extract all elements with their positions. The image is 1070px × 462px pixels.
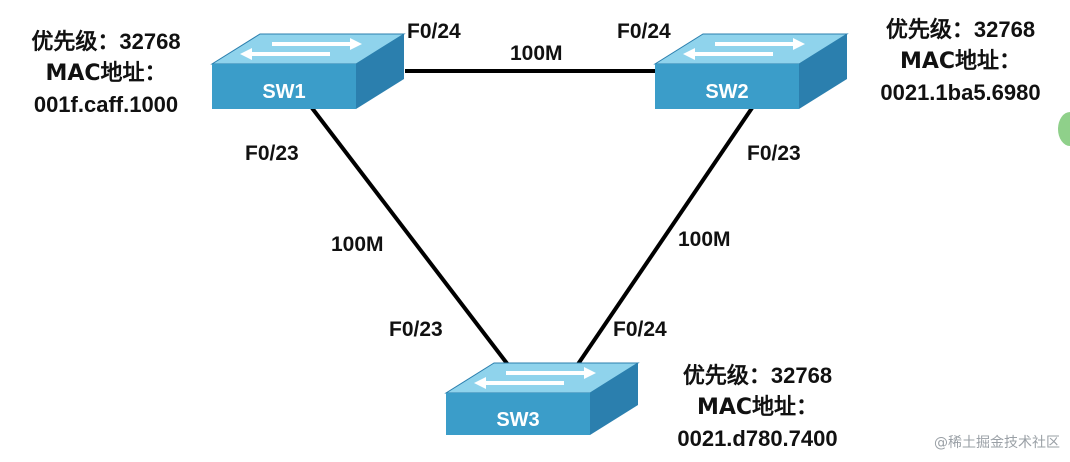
sw3-info: 优先级：32768 MAC地址： 0021.d780.7400 bbox=[655, 360, 860, 454]
mac-label: MAC地址： bbox=[899, 49, 1022, 74]
mac-value: 001f.caff.1000 bbox=[33, 92, 179, 117]
port-sw3-f024: F0/24 bbox=[613, 318, 667, 341]
mac-label: MAC地址： bbox=[696, 395, 819, 420]
priority-value: 32768 bbox=[973, 17, 1036, 42]
switch-sw2[interactable]: SW2 bbox=[653, 33, 849, 109]
arrows-icon bbox=[683, 38, 805, 60]
switch-label: SW2 bbox=[705, 81, 748, 103]
port-sw2-f023: F0/23 bbox=[747, 142, 801, 165]
arrows-icon bbox=[474, 367, 596, 389]
switch-label: SW3 bbox=[496, 409, 539, 431]
priority-value: 32768 bbox=[770, 363, 833, 388]
port-sw1-f024: F0/24 bbox=[407, 20, 461, 43]
watermark: @稀土掘金技术社区 bbox=[934, 435, 1060, 451]
priority-label: 优先级： bbox=[682, 364, 771, 389]
edge-indicator bbox=[1058, 112, 1070, 146]
link-sw2-sw3 bbox=[572, 106, 754, 372]
port-sw3-f023: F0/23 bbox=[389, 318, 443, 341]
sw2-info: 优先级：32768 MAC地址： 0021.1ba5.6980 bbox=[858, 14, 1063, 108]
switch-sw3[interactable]: SW3 bbox=[444, 362, 640, 435]
priority-label: 优先级： bbox=[31, 30, 120, 55]
switch-side bbox=[356, 34, 404, 109]
switch-sw1[interactable]: SW1 bbox=[210, 33, 406, 109]
priority-label: 优先级： bbox=[885, 18, 974, 43]
sw1-info: 优先级：32768 MAC地址： 001f.caff.1000 bbox=[6, 26, 206, 120]
mac-label: MAC地址： bbox=[45, 61, 167, 86]
priority-value: 32768 bbox=[119, 29, 181, 54]
switch-label: SW1 bbox=[262, 81, 305, 103]
arrows-icon bbox=[240, 38, 362, 60]
link-sw1-sw3 bbox=[310, 106, 514, 372]
switch-side bbox=[799, 34, 847, 109]
port-sw2-f024: F0/24 bbox=[617, 20, 671, 43]
switch-side bbox=[590, 363, 638, 435]
link-speed-sw1-sw3: 100M bbox=[331, 233, 384, 256]
port-sw1-f023: F0/23 bbox=[245, 142, 299, 165]
switch-front bbox=[446, 393, 590, 435]
mac-value: 0021.1ba5.6980 bbox=[880, 80, 1041, 105]
switch-front bbox=[212, 64, 356, 109]
link-speed-sw1-sw2: 100M bbox=[510, 42, 563, 65]
mac-value: 0021.d780.7400 bbox=[677, 426, 838, 451]
link-speed-sw2-sw3: 100M bbox=[678, 228, 731, 251]
switch-front bbox=[655, 64, 799, 109]
